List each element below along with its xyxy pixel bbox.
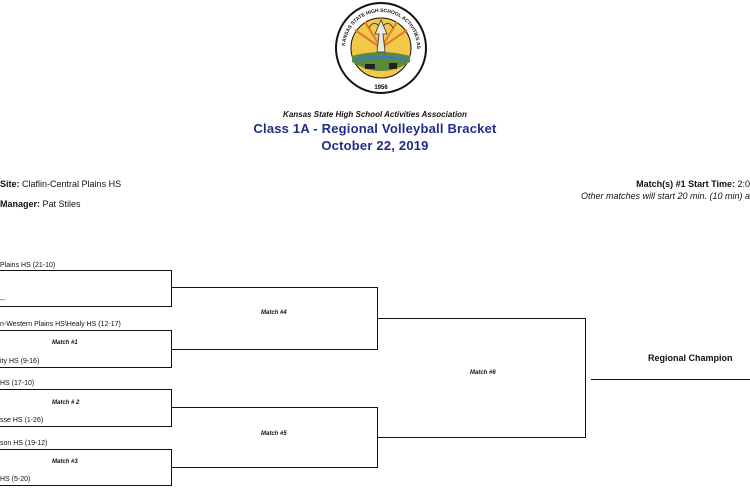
bracket-line bbox=[172, 349, 378, 350]
bracket-line bbox=[377, 287, 378, 350]
bracket-line bbox=[171, 330, 172, 368]
bracket-line bbox=[171, 449, 172, 486]
manager-value: Pat Stiles bbox=[42, 199, 81, 209]
match-5-label: Match #5 bbox=[261, 431, 287, 437]
bracket-line bbox=[171, 270, 172, 307]
match-4-label: Match #4 bbox=[261, 310, 287, 316]
manager-info: Manager: Pat Stiles bbox=[0, 199, 81, 209]
start-time-note: Other matches will start 20 min. (10 min… bbox=[580, 191, 750, 201]
bracket-line bbox=[171, 389, 172, 427]
team-slot-5: HS (17-10) bbox=[0, 380, 35, 387]
bracket-line bbox=[0, 367, 172, 368]
bracket-line bbox=[172, 467, 378, 468]
bracket-line bbox=[0, 389, 172, 390]
site-value: Claflin-Central Plains HS bbox=[22, 179, 122, 189]
bracket-date: October 22, 2019 bbox=[321, 138, 429, 153]
team-slot-1: Plains HS (21-10) bbox=[0, 262, 56, 269]
khsaa-seal-logo: 1956 KANSAS STATE HIGH SCHOOL ACTIVITIES… bbox=[335, 0, 427, 94]
bracket-line bbox=[0, 426, 172, 427]
bracket-line bbox=[0, 449, 172, 450]
site-info: Site: Claflin-Central Plains HS bbox=[0, 179, 121, 189]
bracket-line bbox=[0, 270, 172, 271]
team-slot-2: -- bbox=[0, 297, 5, 304]
start-time-value: 2:0 bbox=[737, 179, 750, 189]
match-6-label: Match #6 bbox=[470, 370, 496, 376]
bracket-line bbox=[378, 318, 586, 319]
team-slot-4: ity HS (9-16) bbox=[0, 358, 40, 365]
match-1-label: Match #1 bbox=[52, 340, 78, 346]
bracket-line bbox=[172, 287, 378, 288]
regional-champion-label: Regional Champion bbox=[648, 353, 733, 363]
organization-name: Kansas State High School Activities Asso… bbox=[283, 110, 467, 119]
bracket-line bbox=[377, 407, 378, 468]
team-slot-3: n-Western Plains HS\Healy HS (12-17) bbox=[0, 321, 121, 328]
champion-line bbox=[591, 379, 750, 380]
seal-year-text: 1956 bbox=[374, 85, 388, 91]
manager-label: Manager: bbox=[0, 199, 41, 209]
bracket-line bbox=[172, 407, 378, 408]
start-time-info: Match(s) #1 Start Time: 2:0 bbox=[636, 179, 750, 189]
bracket-line bbox=[378, 437, 586, 438]
site-label: Site: bbox=[0, 179, 20, 189]
team-slot-8: HS (5-20) bbox=[0, 476, 31, 483]
page-title: Class 1A - Regional Volleyball Bracket bbox=[253, 121, 497, 136]
match-3-label: Match #3 bbox=[52, 459, 78, 465]
bracket-line bbox=[0, 485, 172, 486]
match-2-label: Match # 2 bbox=[52, 400, 80, 406]
bracket-line bbox=[0, 330, 172, 331]
start-time-label: Match(s) #1 Start Time: bbox=[636, 179, 735, 189]
team-slot-6: sse HS (1-26) bbox=[0, 417, 44, 424]
team-slot-7: son HS (19-12) bbox=[0, 440, 48, 447]
bracket-line bbox=[0, 306, 172, 307]
bracket-line bbox=[585, 318, 586, 438]
